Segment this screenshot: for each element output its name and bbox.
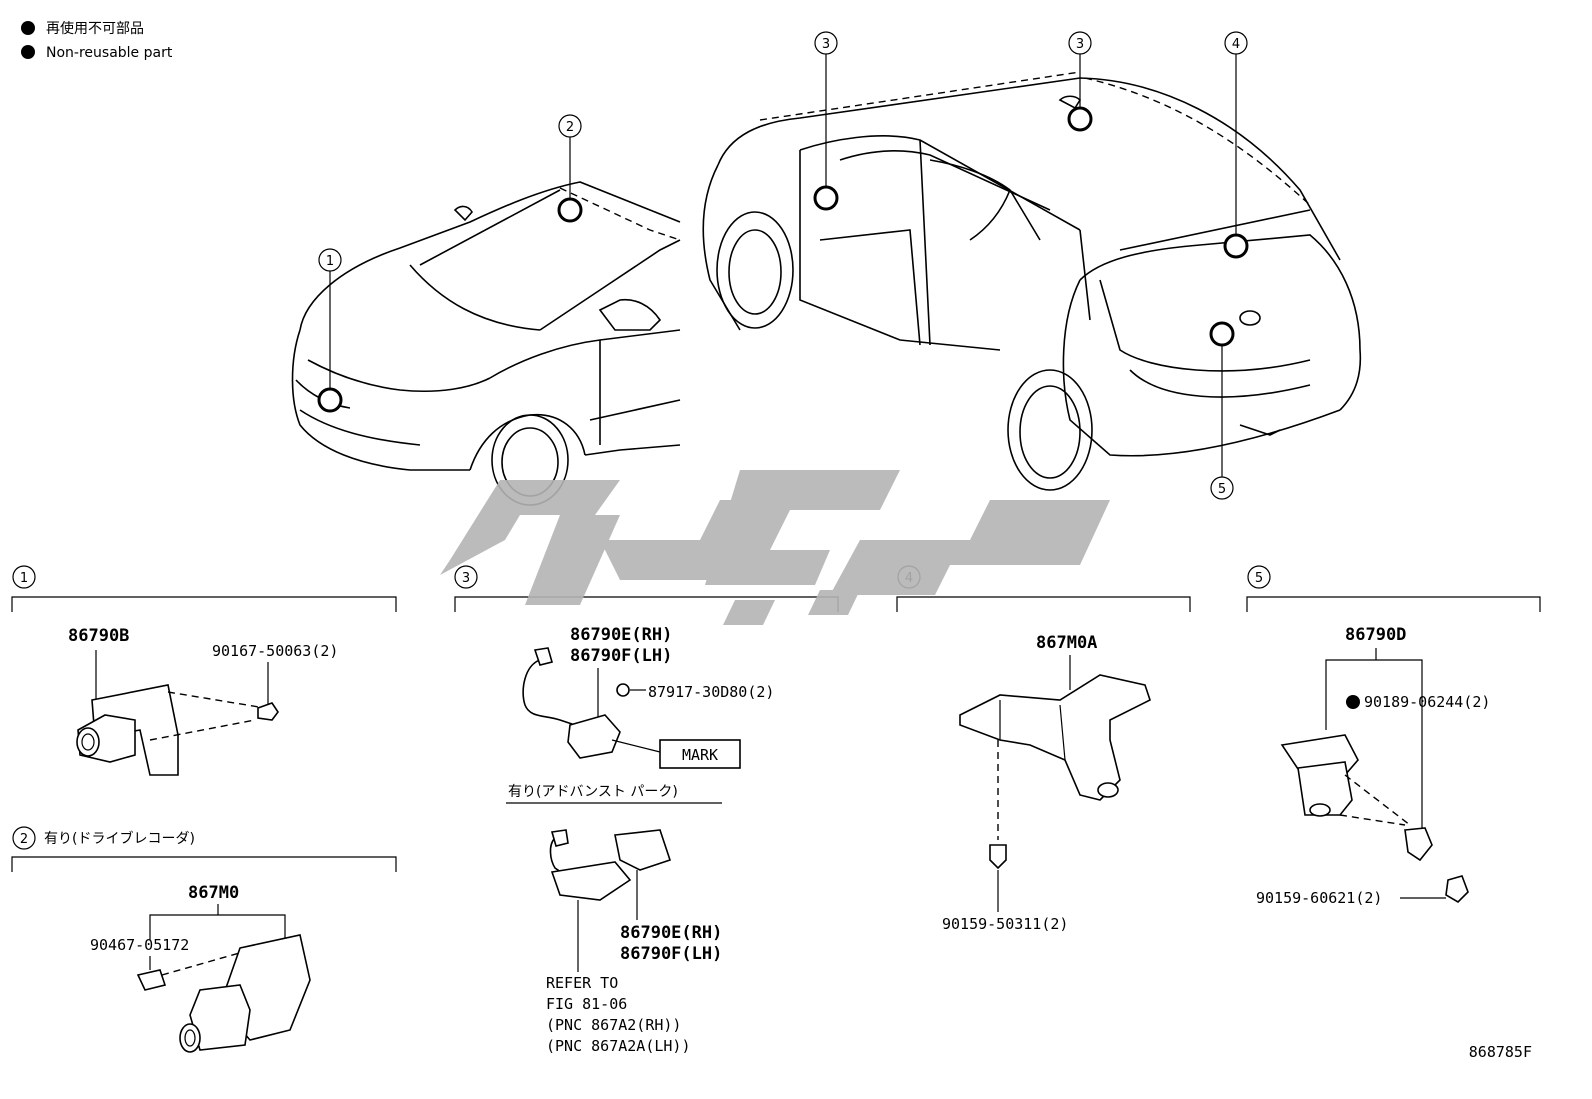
non-reusable-marker [1346, 695, 1360, 709]
part-87917-30D80-label: 87917-30D80(2) [648, 683, 774, 701]
part-86790E-RH-label: 86790E(RH) [570, 625, 672, 645]
refer-line-4: (PNC 867A2A(LH)) [546, 1037, 691, 1055]
mark-box [659, 739, 741, 769]
location-marker [1067, 106, 1093, 132]
advanced-park-option-label: 有り(アドバンスト パーク) [508, 784, 678, 800]
filled-circle-icon [21, 21, 35, 35]
section-1: 86790B 90167-50063(2) [68, 626, 338, 776]
callout-4: 4 [1223, 31, 1249, 259]
part-86790F-LH-label-2: 86790F(LH) [620, 944, 722, 964]
front-car-illustration [291, 181, 681, 506]
screw-icon [989, 844, 1007, 870]
section-2: 867M0 90467-05172 [90, 883, 311, 1053]
legend-jp-text: 再使用不可部品 [46, 20, 144, 37]
svg-text:3: 3 [822, 37, 830, 52]
svg-text:1: 1 [326, 254, 334, 269]
mark-label: MARK [682, 746, 718, 764]
refer-line-3: (PNC 867A2(RH)) [546, 1016, 681, 1034]
part-86790E-RH-label-2: 86790E(RH) [620, 923, 722, 943]
location-marker [1209, 321, 1235, 347]
back-camera [1297, 761, 1353, 816]
svg-text:5: 5 [1255, 571, 1263, 586]
clip-icon [616, 683, 630, 697]
section-5: 86790D 90189-06244(2) 90159-60621(2) [1256, 625, 1490, 907]
wire-harness [522, 659, 576, 726]
part-86790B-label: 86790B [68, 626, 129, 646]
callout-2: 2 [557, 114, 583, 223]
svg-text:3: 3 [1076, 37, 1084, 52]
callout-5: 5 [1209, 321, 1235, 500]
section-2-title: 有り(ドライブレコーダ) [44, 830, 195, 847]
filled-circle-icon [21, 45, 35, 59]
part-867M0A-label: 867M0A [1036, 633, 1097, 653]
part-90159-50311-label: 90159-50311(2) [942, 915, 1068, 933]
section-headers: 1 3 4 5 2 有り(ドライブレコーダ) [11, 565, 1541, 872]
screw-icon [1445, 875, 1469, 904]
section-3: 86790E(RH) 86790F(LH) 87917-30D80(2) MAR… [506, 625, 774, 1055]
location-marker [1223, 233, 1249, 259]
svg-text:5: 5 [1218, 482, 1226, 497]
part-86790F-LH-label: 86790F(LH) [570, 646, 672, 666]
svg-text:4: 4 [1232, 37, 1240, 52]
rear-car-illustration [702, 71, 1362, 491]
svg-text:2: 2 [20, 832, 28, 847]
callout-3-b: 3 [1067, 31, 1093, 132]
legend: 再使用不可部品 Non-reusable part [21, 20, 173, 61]
callout-3-a: 3 [813, 31, 839, 211]
screw-icon [257, 702, 279, 721]
part-90189-06244-label: 90189-06244(2) [1364, 693, 1490, 711]
location-marker [813, 185, 839, 211]
side-camera-cover [550, 861, 632, 901]
location-marker [557, 197, 583, 223]
side-camera-2 [614, 829, 672, 871]
clip-icon [1404, 827, 1433, 862]
part-90467-05172-label: 90467-05172 [90, 936, 189, 954]
clip-icon [136, 969, 167, 991]
part-867M0-label: 867M0 [188, 883, 239, 903]
figure-id: 868785F [1469, 1043, 1532, 1061]
watermark-logo [440, 470, 1110, 625]
callout-1: 1 [317, 248, 343, 413]
svg-text:2: 2 [566, 120, 574, 135]
side-camera [567, 714, 621, 759]
drive-recorder-camera [189, 984, 251, 1051]
part-90159-60621-label: 90159-60621(2) [1256, 889, 1382, 907]
location-marker [317, 387, 343, 413]
section-4: 867M0A 90159-50311(2) [942, 633, 1151, 933]
refer-line-1: REFER TO [546, 974, 618, 992]
part-90167-50063-label: 90167-50063(2) [212, 642, 338, 660]
svg-text:3: 3 [462, 571, 470, 586]
part-86790D-label: 86790D [1345, 625, 1406, 645]
refer-line-2: FIG 81-06 [546, 995, 627, 1013]
svg-text:1: 1 [20, 571, 28, 586]
legend-en-text: Non-reusable part [46, 45, 173, 61]
rear-camera-bracket [959, 674, 1151, 801]
